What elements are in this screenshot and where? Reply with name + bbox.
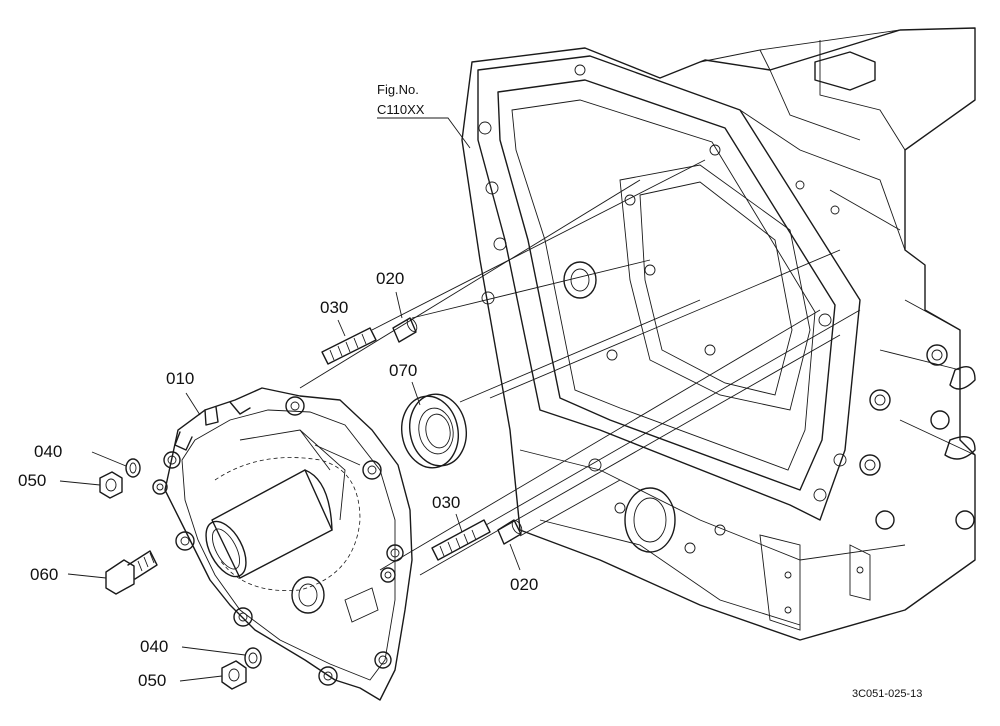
transmission-case [461,27,976,641]
part-050-nut-top[interactable] [99,471,123,499]
part-040-washer-top[interactable] [125,458,141,478]
callout-050-top: 050 [18,471,46,490]
leader-lines [59,117,521,682]
assembly-lines [299,159,861,576]
figure-reference-line1: Fig.No. [377,82,419,97]
figure-reference-line2: C110XX [377,102,425,117]
part-040-washer-bottom[interactable] [244,647,262,669]
callout-020-bottom: 020 [510,575,538,594]
callout-010: 010 [166,369,194,388]
part-030-stud-top[interactable] [321,327,377,365]
part-070-oil-seal[interactable] [396,390,472,473]
callout-020-top: 020 [376,269,404,288]
part-020-pin-top[interactable] [392,317,419,343]
figure-reference[interactable]: Fig.No. C110XX [377,82,425,117]
callout-040-top: 040 [34,442,62,461]
drawing-code: 3C051-025-13 [852,688,922,700]
part-030-stud-bottom[interactable] [431,519,491,561]
part-060-bolt[interactable] [105,550,158,595]
callout-030-top: 030 [320,298,348,317]
callout-070: 070 [389,361,417,380]
callout-060: 060 [30,565,58,584]
callout-040-bottom: 040 [140,637,168,656]
callout-050-bottom: 050 [138,671,166,690]
part-020-pin-bottom[interactable] [497,519,524,545]
callout-030-bottom: 030 [432,493,460,512]
part-050-nut-bottom[interactable] [221,660,247,690]
part-010-cover[interactable] [152,387,413,701]
